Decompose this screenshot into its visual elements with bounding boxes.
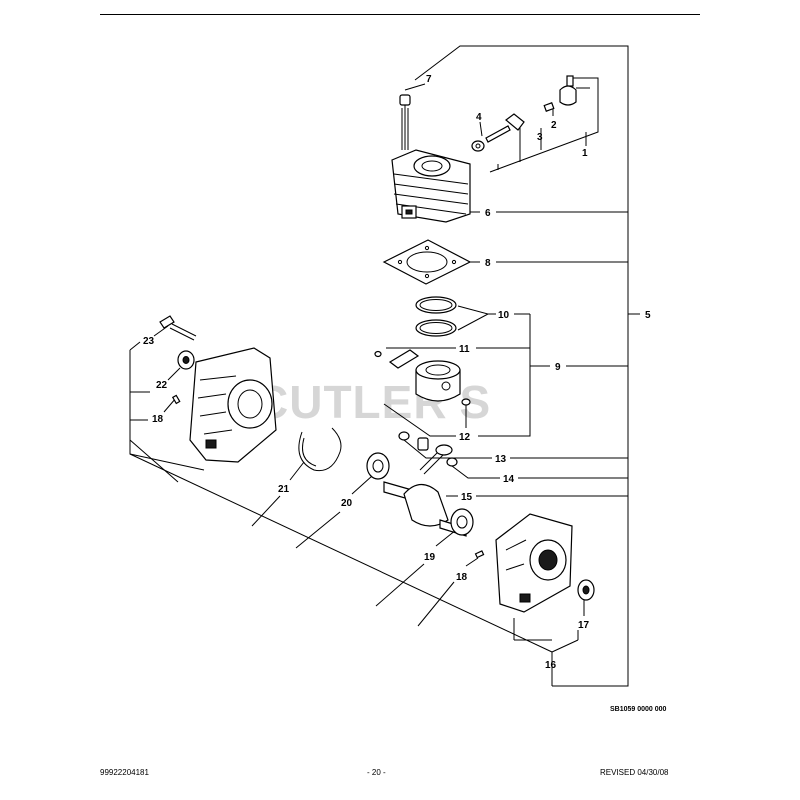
callout-6: 6 — [485, 208, 491, 219]
piston-assembly — [374, 349, 471, 406]
callout-20: 20 — [341, 498, 353, 509]
drawing-number: SB1059 0000 000 — [610, 706, 667, 713]
cylinder — [391, 149, 471, 223]
cylinder-gasket — [382, 239, 472, 285]
crankcase-left-half — [189, 347, 277, 463]
right-seal-and-pin — [474, 550, 595, 601]
callout-23: 23 — [143, 336, 155, 347]
callout-2: 2 — [551, 120, 557, 131]
callout-4: 4 — [476, 112, 482, 123]
crankcase-bolt-seal-pin — [159, 315, 197, 405]
callout-13: 13 — [495, 454, 507, 465]
crankcase-gasket — [298, 427, 342, 472]
piston-rings — [415, 296, 457, 337]
callout-15: 15 — [461, 492, 473, 503]
callout-9: 9 — [555, 362, 561, 373]
footer-page-number: - 20 - — [367, 768, 386, 777]
callout-21: 21 — [278, 484, 290, 495]
callout-numbers: 1 2 3 4 5 6 7 8 9 10 11 12 13 14 15 16 1… — [143, 74, 651, 671]
decompression-valve-parts — [471, 75, 577, 152]
footer-revision-date: REVISED 04/30/08 — [600, 768, 669, 777]
callout-5: 5 — [645, 310, 651, 321]
callout-12: 12 — [459, 432, 471, 443]
cylinder-bolt — [399, 94, 411, 150]
callout-18-right: 18 — [456, 572, 468, 583]
callout-1: 1 — [582, 148, 588, 159]
callout-17: 17 — [578, 620, 590, 631]
callout-16: 16 — [545, 660, 557, 671]
callout-8: 8 — [485, 258, 491, 269]
callout-18-left: 18 — [152, 414, 164, 425]
needle-bearing-and-washers — [398, 431, 458, 467]
crank-bearings — [366, 452, 474, 536]
callout-19: 19 — [424, 552, 436, 563]
top-rule — [100, 14, 700, 15]
footer-part-number: 99922204181 — [100, 768, 149, 777]
callout-10: 10 — [498, 310, 510, 321]
leader-lines — [129, 45, 640, 687]
callout-3: 3 — [537, 132, 543, 143]
crankcase-right-half — [495, 513, 573, 613]
callout-7: 7 — [426, 74, 432, 85]
callout-14: 14 — [503, 474, 515, 485]
callout-22: 22 — [156, 380, 168, 391]
callout-11: 11 — [459, 344, 470, 355]
